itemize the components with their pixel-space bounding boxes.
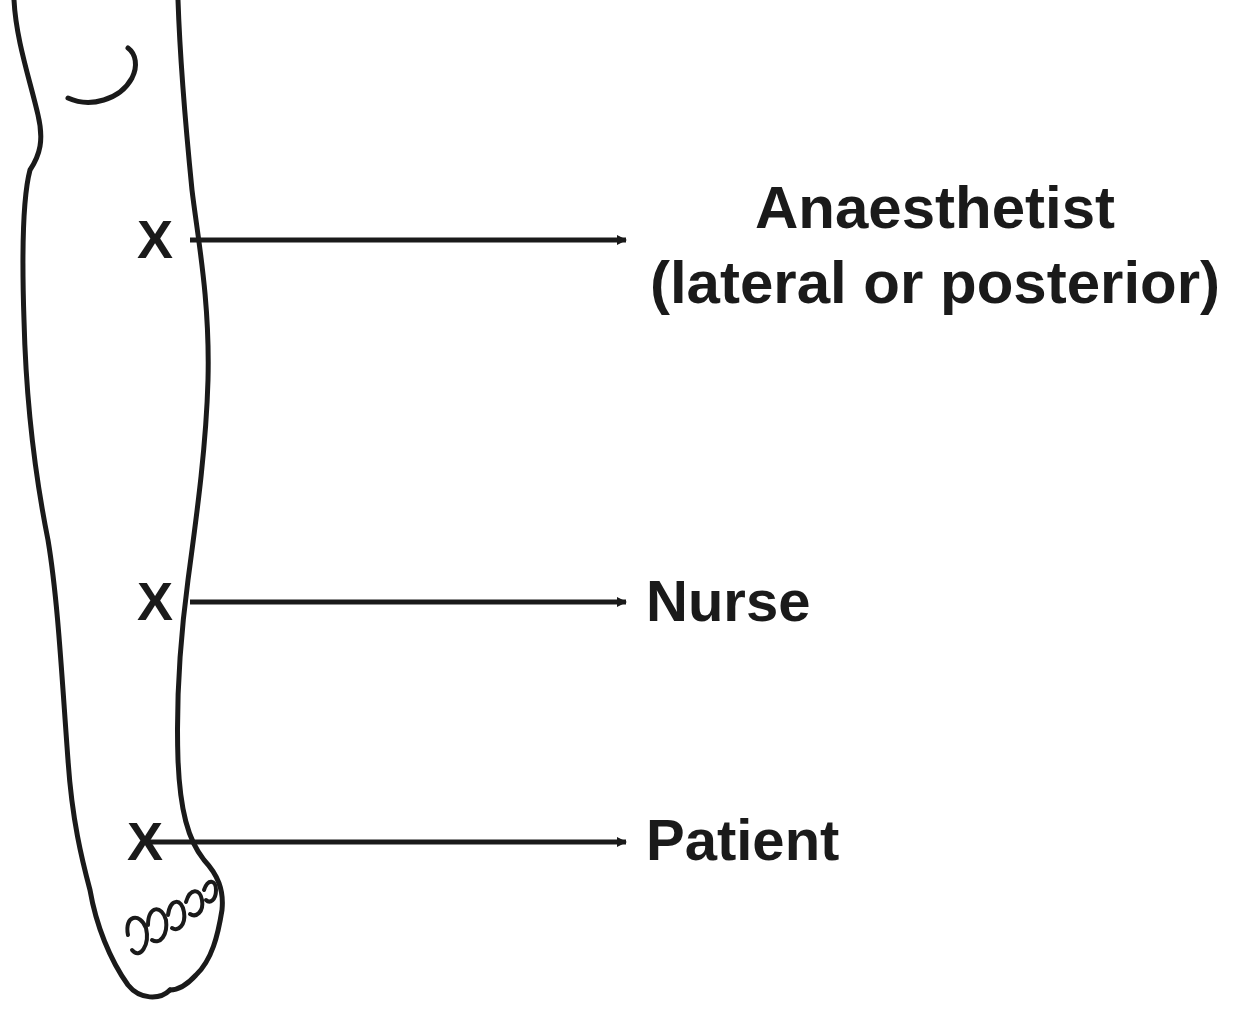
position-mark: X (137, 568, 173, 636)
leader-arrow (150, 840, 626, 845)
leg-outline (14, 0, 170, 997)
position-mark: X (137, 206, 173, 274)
toe (168, 902, 184, 929)
toe (127, 918, 147, 953)
leader-arrow (190, 600, 626, 605)
kneecap (68, 48, 135, 102)
role-label: Patient (646, 804, 839, 877)
role-label: Nurse (646, 565, 810, 638)
toe (186, 891, 202, 915)
position-mark: X (127, 808, 163, 876)
role-label: Anaesthetist (lateral or posterior) (649, 170, 1222, 320)
toe (204, 882, 216, 902)
leader-arrow (190, 238, 626, 243)
toe (148, 909, 166, 941)
